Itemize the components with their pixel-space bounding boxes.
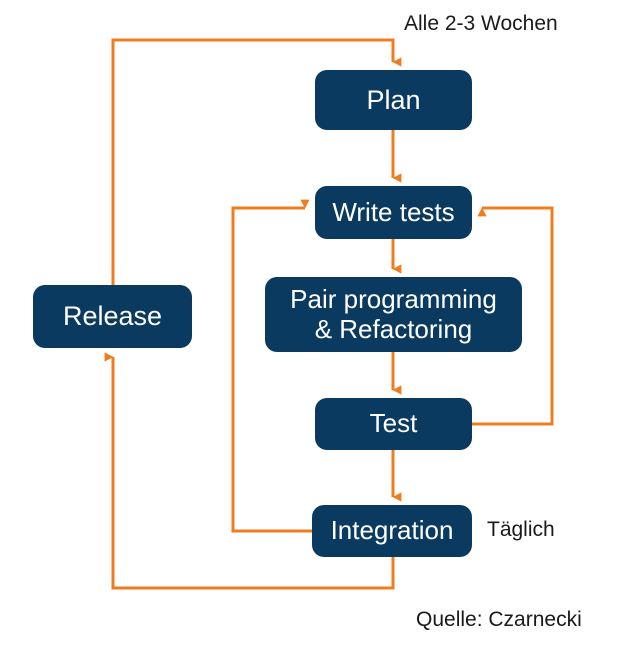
node-test-label: Test [369, 408, 418, 439]
node-test[interactable]: Test [315, 398, 472, 450]
node-write-tests[interactable]: Write tests [315, 186, 472, 239]
edge-integration-to-release [104, 352, 395, 590]
node-plan[interactable]: Plan [315, 70, 472, 130]
edge-release-to-plan [111, 38, 402, 285]
node-pair-programming-refactoring[interactable]: Pair programming & Refactoring [265, 277, 522, 352]
node-plan-label: Plan [366, 84, 421, 115]
label-source-attribution: Quelle: Czarnecki [416, 608, 582, 631]
node-release[interactable]: Release [33, 285, 192, 348]
label-daily-cadence: Täglich [487, 518, 555, 541]
node-write-tests-label: Write tests [332, 196, 455, 227]
node-integration[interactable]: Integration [312, 505, 472, 557]
edge-integration-to-write-tests [231, 199, 312, 533]
edge-test-to-write-tests [472, 206, 554, 426]
node-release-label: Release [62, 301, 163, 332]
label-iteration-cadence: Alle 2-3 Wochen [404, 12, 558, 35]
node-pair-programming-refactoring-label: Pair programming & Refactoring [290, 283, 497, 344]
node-integration-label: Integration [330, 515, 454, 546]
